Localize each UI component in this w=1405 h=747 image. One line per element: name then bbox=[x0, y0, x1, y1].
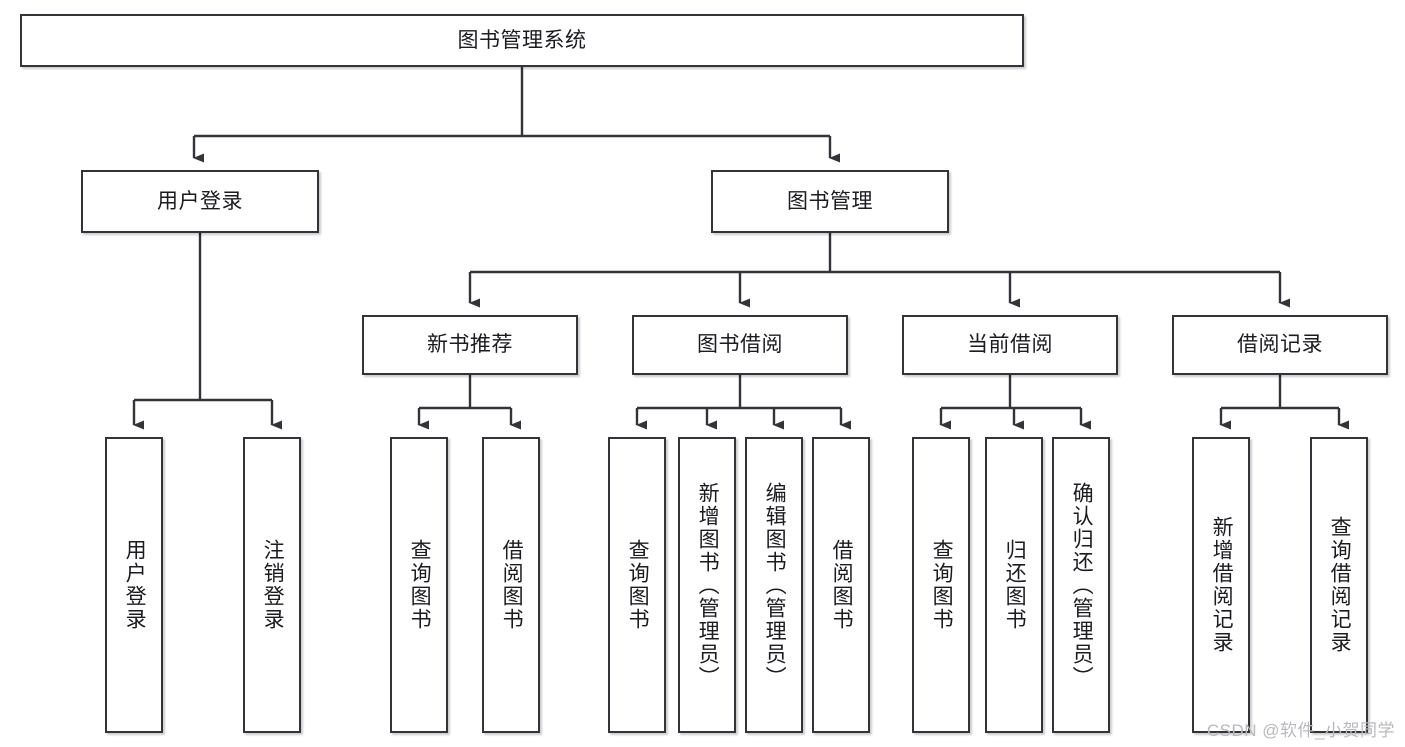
node-root[interactable]: 图书管理系统 bbox=[20, 14, 1024, 67]
node-leaf-query-record[interactable]: 查询借阅记录 bbox=[1310, 437, 1368, 733]
node-leaf-add-book[interactable]: 新增图书（管理员） bbox=[678, 437, 736, 733]
node-current-borrow-label: 当前借阅 bbox=[967, 333, 1053, 357]
node-new-book-recommend-label: 新书推荐 bbox=[427, 333, 513, 357]
node-leaf-query-book-3[interactable]: 查询图书 bbox=[912, 437, 970, 733]
node-leaf-query-record-label: 查询借阅记录 bbox=[1328, 516, 1352, 654]
node-root-label: 图书管理系统 bbox=[457, 28, 587, 52]
node-book-manage-label: 图书管理 bbox=[787, 189, 873, 213]
node-new-book-recommend[interactable]: 新书推荐 bbox=[362, 315, 578, 375]
node-leaf-user-login-label: 用户登录 bbox=[123, 539, 147, 631]
node-leaf-borrow-book-2-label: 借阅图书 bbox=[830, 539, 854, 631]
node-book-borrow[interactable]: 图书借阅 bbox=[632, 315, 848, 375]
node-leaf-user-login[interactable]: 用户登录 bbox=[105, 437, 163, 733]
node-leaf-borrow-book-1[interactable]: 借阅图书 bbox=[482, 437, 540, 733]
node-leaf-edit-book[interactable]: 编辑图书（管理员） bbox=[745, 437, 803, 733]
node-leaf-add-book-label: 新增图书（管理员） bbox=[696, 481, 720, 689]
node-borrow-record[interactable]: 借阅记录 bbox=[1172, 315, 1388, 375]
node-user-login[interactable]: 用户登录 bbox=[81, 170, 319, 233]
node-leaf-query-book-1[interactable]: 查询图书 bbox=[390, 437, 448, 733]
node-leaf-query-book-2-label: 查询图书 bbox=[626, 539, 650, 631]
watermark: CSDN @软件_小贺同学 bbox=[1206, 721, 1395, 740]
node-leaf-return-book-label: 归还图书 bbox=[1003, 539, 1027, 631]
node-borrow-record-label: 借阅记录 bbox=[1237, 333, 1323, 357]
node-current-borrow[interactable]: 当前借阅 bbox=[902, 315, 1118, 375]
node-leaf-logout[interactable]: 注销登录 bbox=[243, 437, 301, 733]
node-leaf-borrow-book-2[interactable]: 借阅图书 bbox=[812, 437, 870, 733]
node-book-manage[interactable]: 图书管理 bbox=[711, 170, 949, 233]
node-leaf-logout-label: 注销登录 bbox=[261, 539, 285, 631]
node-leaf-borrow-book-1-label: 借阅图书 bbox=[500, 539, 524, 631]
node-leaf-confirm-return[interactable]: 确认归还（管理员） bbox=[1052, 437, 1110, 733]
node-leaf-return-book[interactable]: 归还图书 bbox=[985, 437, 1043, 733]
node-leaf-edit-book-label: 编辑图书（管理员） bbox=[763, 481, 787, 689]
node-book-borrow-label: 图书借阅 bbox=[697, 333, 783, 357]
node-leaf-confirm-return-label: 确认归还（管理员） bbox=[1070, 481, 1094, 689]
node-user-login-label: 用户登录 bbox=[157, 189, 243, 213]
node-leaf-query-book-3-label: 查询图书 bbox=[930, 539, 954, 631]
node-leaf-add-record[interactable]: 新增借阅记录 bbox=[1192, 437, 1250, 733]
node-leaf-query-book-1-label: 查询图书 bbox=[408, 539, 432, 631]
node-leaf-add-record-label: 新增借阅记录 bbox=[1210, 516, 1234, 654]
node-leaf-query-book-2[interactable]: 查询图书 bbox=[608, 437, 666, 733]
